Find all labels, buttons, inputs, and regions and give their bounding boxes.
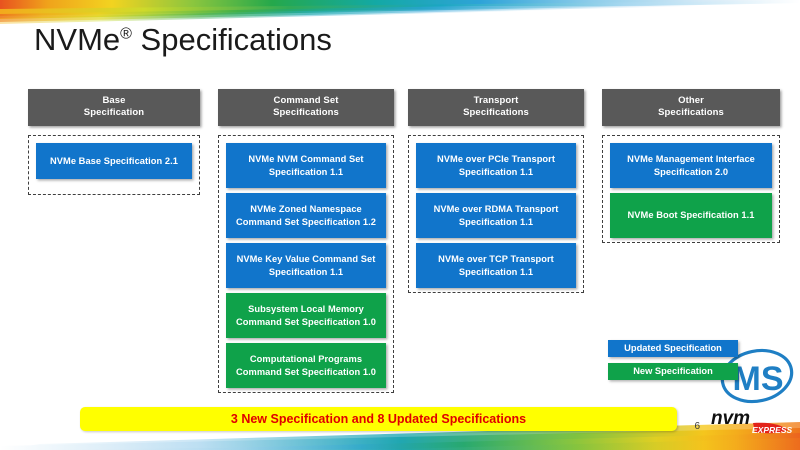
spec-box-nvme-boot-specification[interactable]: NVMe Boot Specification 1.1 <box>610 193 772 238</box>
svg-text:nvm: nvm <box>711 408 750 429</box>
column-group-command-set: NVMe NVM Command Set Specification 1.1 N… <box>218 135 394 393</box>
legend: Updated Specification New Specification <box>608 340 738 380</box>
fms-logo: MS <box>718 345 796 407</box>
column-header-line1: Base <box>102 95 126 106</box>
column-group-base: NVMe Base Specification 2.1 <box>28 135 200 195</box>
column-header-line2: Specifications <box>273 107 339 118</box>
column-header-line2: Specification <box>83 107 145 118</box>
nvm-express-logo: nvm EXPRESS <box>706 402 792 436</box>
column-header-line1: Transport <box>473 95 519 106</box>
spec-box-nvme-over-tcp-transport[interactable]: NVMe over TCP Transport Specification 1.… <box>416 243 576 288</box>
page-number: 6 <box>694 421 700 432</box>
page-title-main: NVMe <box>34 22 121 57</box>
column-header-transport: Transport Specifications <box>408 89 584 126</box>
spec-box-nvme-key-value-command-set[interactable]: NVMe Key Value Command Set Specification… <box>226 243 386 288</box>
spec-box-nvme-nvm-command-set[interactable]: NVMe NVM Command Set Specification 1.1 <box>226 143 386 188</box>
column-header-line1: Command Set <box>273 95 339 106</box>
legend-item-new-specification[interactable]: New Specification <box>608 363 738 380</box>
legend-item-updated-specification[interactable]: Updated Specification <box>608 340 738 357</box>
spec-box-nvme-over-pcie-transport[interactable]: NVMe over PCIe Transport Specification 1… <box>416 143 576 188</box>
spec-box-nvme-zoned-namespace-command-set[interactable]: NVMe Zoned Namespace Command Set Specifi… <box>226 193 386 238</box>
svg-text:EXPRESS: EXPRESS <box>752 425 792 435</box>
column-group-other: NVMe Management Interface Specification … <box>602 135 780 243</box>
spec-box-nvme-base-specification[interactable]: NVMe Base Specification 2.1 <box>36 143 192 179</box>
column-base: Base Specification NVMe Base Specificati… <box>28 89 200 195</box>
spec-box-nvme-management-interface[interactable]: NVMe Management Interface Specification … <box>610 143 772 188</box>
column-other: Other Specifications NVMe Management Int… <box>602 89 780 243</box>
summary-banner: 3 New Specification and 8 Updated Specif… <box>80 407 677 431</box>
svg-text:MS: MS <box>733 360 784 398</box>
column-header-base: Base Specification <box>28 89 200 126</box>
spec-box-nvme-over-rdma-transport[interactable]: NVMe over RDMA Transport Specification 1… <box>416 193 576 238</box>
spec-box-subsystem-local-memory-command-set[interactable]: Subsystem Local Memory Command Set Speci… <box>226 293 386 338</box>
column-header-line2: Specifications <box>463 107 529 118</box>
column-transport: Transport Specifications NVMe over PCIe … <box>408 89 584 293</box>
column-group-transport: NVMe over PCIe Transport Specification 1… <box>408 135 584 293</box>
column-command-set: Command Set Specifications NVMe NVM Comm… <box>218 89 394 393</box>
column-header-line2: Specifications <box>658 107 724 118</box>
column-header-other: Other Specifications <box>602 89 780 126</box>
page-title: NVMe® Specifications <box>34 22 332 58</box>
registered-trademark-icon: ® <box>120 25 132 43</box>
page-title-rest: Specifications <box>131 22 332 57</box>
spec-box-computational-programs-command-set[interactable]: Computational Programs Command Set Speci… <box>226 343 386 388</box>
column-header-command-set: Command Set Specifications <box>218 89 394 126</box>
column-header-line1: Other <box>678 95 704 106</box>
